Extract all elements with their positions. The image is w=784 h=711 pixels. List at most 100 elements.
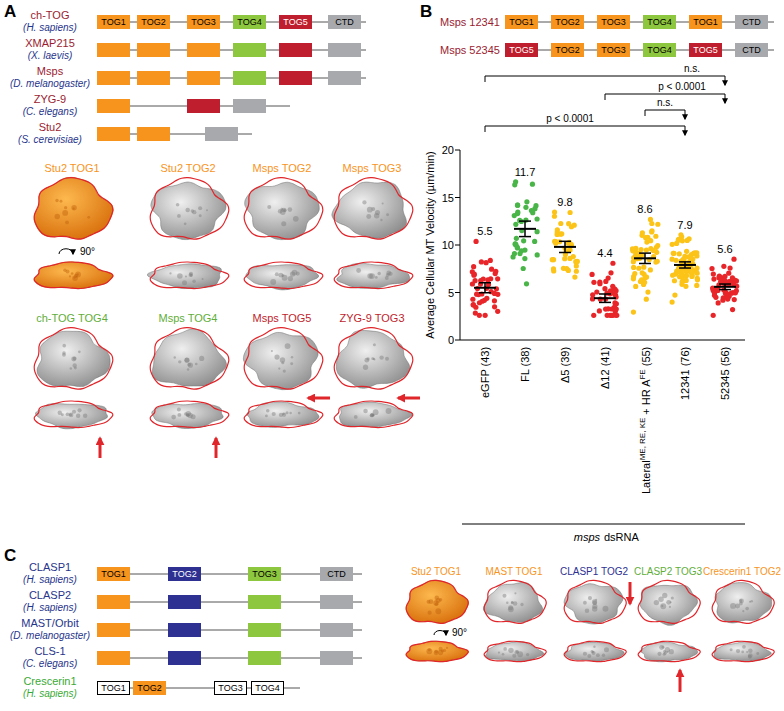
domain-box: CTD <box>735 43 768 57</box>
surface-speck <box>592 604 597 609</box>
surface-speck <box>177 214 181 218</box>
structure-label: Msps TOG2 <box>253 162 312 175</box>
structure-label: Msps TOG3 <box>343 162 402 175</box>
surface-speck <box>660 603 666 609</box>
data-point <box>655 243 660 248</box>
surface-speck <box>370 414 374 418</box>
data-point <box>553 239 558 244</box>
data-point <box>671 251 676 256</box>
tick-label: 5 <box>448 286 454 299</box>
domain-block <box>137 127 170 141</box>
data-point <box>633 284 638 289</box>
structure-label: Msps TOG5 <box>253 312 312 325</box>
template-outline <box>244 328 323 389</box>
data-point <box>535 252 540 257</box>
error-cap <box>679 261 691 263</box>
data-point <box>597 308 602 313</box>
surface-speck <box>69 275 71 277</box>
surface-speck <box>72 410 76 414</box>
domain-name: TOG4 <box>647 46 671 55</box>
domain-name: CTD <box>742 46 761 55</box>
data-point <box>495 309 500 314</box>
data-point <box>730 307 735 312</box>
surface-speck <box>373 358 375 360</box>
template-outline <box>34 328 113 389</box>
error-cap <box>519 220 531 222</box>
surface-speck <box>298 412 301 415</box>
domain-block <box>233 43 266 57</box>
template-outline <box>34 178 113 239</box>
surface-speck <box>76 414 80 418</box>
data-point <box>551 266 556 271</box>
data-point <box>532 239 537 244</box>
data-point <box>678 232 683 237</box>
data-point <box>492 304 497 309</box>
structures <box>34 177 774 692</box>
surface-speck <box>433 600 438 605</box>
domain-block <box>97 99 130 113</box>
domain-name: TOG1 <box>693 18 717 27</box>
surface-speck <box>388 272 392 276</box>
surface-speck <box>293 216 299 222</box>
data-point <box>631 259 636 264</box>
protein-name: CLASP2 <box>29 589 71 602</box>
species-name: (D. melanogaster) <box>10 630 90 642</box>
surface-speck <box>503 647 507 651</box>
bracket-arrow <box>725 76 726 85</box>
surface-speck <box>377 272 380 275</box>
data-point <box>495 292 500 297</box>
surface-speck <box>182 280 187 285</box>
data-point <box>644 247 649 252</box>
template-outline <box>406 580 468 623</box>
domain-block <box>168 595 201 609</box>
surface-speck <box>427 600 431 604</box>
surface-speck <box>278 367 280 369</box>
surface-speck <box>281 221 286 226</box>
protein-name: Msps <box>37 65 63 78</box>
surface-speck <box>178 360 181 363</box>
domain-box: TOG5 <box>505 43 538 57</box>
surface-speck <box>296 272 300 276</box>
surface-speck <box>271 350 273 352</box>
error-bar <box>644 253 646 263</box>
data-point <box>631 265 636 270</box>
structure-label: CLASP2 TOG3 <box>634 566 702 578</box>
surface-speck <box>354 415 358 419</box>
surface-speck <box>288 207 293 212</box>
data-point <box>522 247 527 252</box>
data-point <box>636 266 641 271</box>
data-point <box>611 286 616 291</box>
significance-label: n.s. <box>684 63 700 75</box>
data-point <box>523 217 528 222</box>
tick-mark <box>455 245 460 246</box>
surface-speck <box>289 412 292 415</box>
data-point <box>644 239 649 244</box>
bracket-line <box>485 126 685 127</box>
surface-speck <box>186 414 189 417</box>
surface-speck <box>386 408 392 414</box>
surface-speck <box>502 653 505 656</box>
surface-speck <box>670 601 672 603</box>
data-point <box>711 271 716 276</box>
surface-speck <box>593 645 595 647</box>
template-surface <box>34 262 113 289</box>
highlight-arrow <box>398 397 420 400</box>
domain-box: TOG4 <box>251 681 284 695</box>
data-point <box>514 236 519 241</box>
backbone-line <box>505 50 774 51</box>
data-point <box>589 272 594 277</box>
surface-speck <box>596 653 600 657</box>
surface-speck <box>290 362 293 365</box>
category-label-group: eGFP (43) <box>478 347 492 398</box>
protein-surface <box>336 330 410 388</box>
domain-name: TOG2 <box>555 46 579 55</box>
data-point <box>534 216 539 221</box>
domain-box: TOG2 <box>137 15 170 29</box>
surface-speck <box>588 596 592 600</box>
surface-speck <box>526 653 529 656</box>
data-point <box>470 281 475 286</box>
domain-name: TOG1 <box>101 18 125 27</box>
template-outline <box>334 262 413 289</box>
domain-block <box>137 43 170 57</box>
surface-speck <box>364 358 369 363</box>
